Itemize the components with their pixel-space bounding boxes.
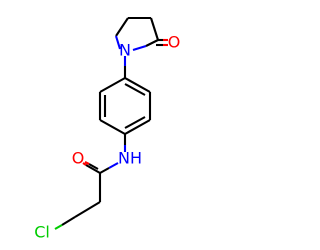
- bond-amide-c-o-2b: [84, 161, 90, 165]
- bond-benzene-3: [124, 119, 151, 135]
- bond-ring-c5-c6: [115, 17, 129, 37]
- bond-benzene-inner-1: [124, 83, 146, 96]
- atom-n-ring: N: [119, 41, 131, 60]
- bond-ring-c4-c3: [149, 17, 160, 41]
- bond-ch2-cl-b: [54, 224, 63, 230]
- pyrrolidinone-ring: [114, 16, 168, 52]
- atom-o-ring: O: [168, 33, 181, 52]
- atom-cl: Cl: [34, 223, 50, 242]
- bond-amide-n-c-b: [99, 167, 110, 174]
- bond-benzene-6: [99, 77, 126, 93]
- bond-amide-c-o-1b: [82, 162, 87, 166]
- benzene-ring: [98, 77, 152, 135]
- bond-amide-c-o-2a: [88, 163, 99, 170]
- bond-benzene-4: [99, 119, 126, 135]
- bond-benzene-1: [124, 77, 151, 93]
- atom-o-amide: O: [72, 149, 85, 168]
- chemical-structure-diagram: N O NH O Cl: [34, 16, 181, 242]
- atom-nh-amide: NH: [118, 149, 142, 168]
- bond-ring-n-c3-dark: [145, 39, 159, 47]
- bond-ch2-cl-a: [61, 216, 76, 226]
- bond-ring-c6-n: [114, 35, 122, 50]
- bond-ring-n-c3: [132, 44, 147, 52]
- bond-ch2-ch2: [74, 201, 101, 218]
- bond-amide-n-c-a: [108, 162, 119, 169]
- bond-amide-c-o-1a: [85, 164, 101, 174]
- bond-benzene-inner-2: [124, 116, 146, 129]
